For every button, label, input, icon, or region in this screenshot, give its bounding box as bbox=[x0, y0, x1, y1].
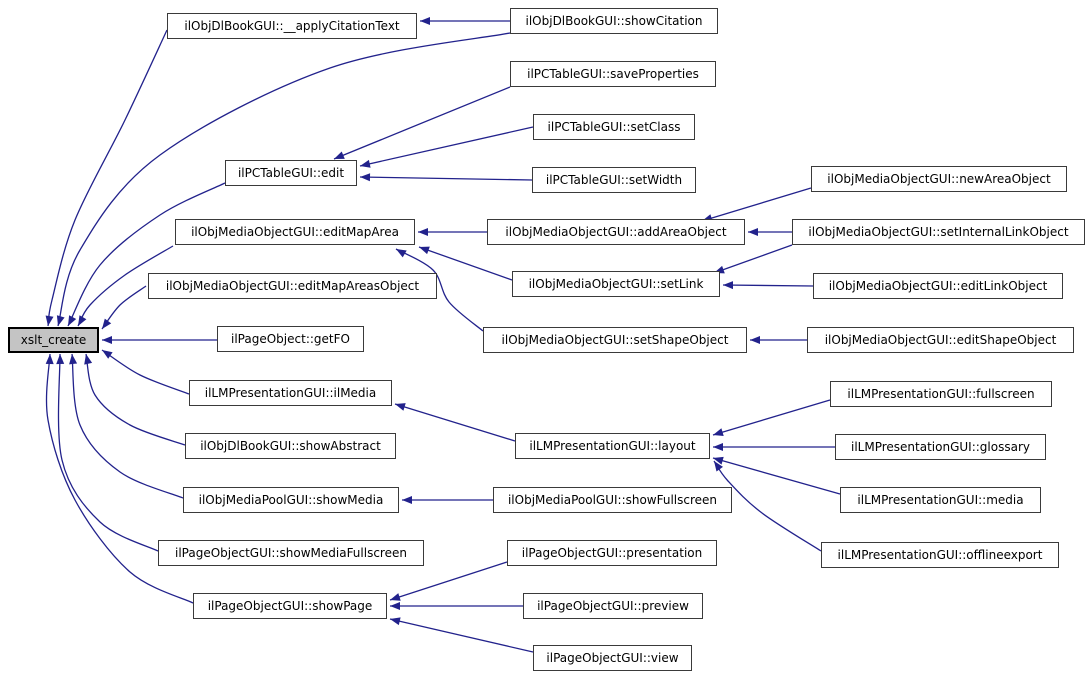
arrowhead-showMediaFullscreen--xslt_create bbox=[56, 354, 65, 365]
arrowhead-editLinkObject--setLink bbox=[723, 281, 733, 290]
node-newAreaObject[interactable]: ilObjMediaObjectGUI::newAreaObject bbox=[811, 166, 1067, 192]
node-setLink[interactable]: ilObjMediaObjectGUI::setLink bbox=[512, 271, 720, 297]
node-edit[interactable]: ilPCTableGUI::edit bbox=[225, 160, 357, 186]
edge-presentation--showPage bbox=[389, 561, 508, 601]
arrowhead-showMedia--xslt_create bbox=[69, 354, 78, 365]
node-view[interactable]: ilPageObjectGUI::view bbox=[533, 645, 692, 671]
edge-media--layout bbox=[712, 457, 841, 495]
arrowhead-showAbstract--xslt_create bbox=[84, 354, 93, 365]
edge-showPage--xslt_create bbox=[45, 353, 194, 604]
node-fullscreen[interactable]: ilLMPresentationGUI::fullscreen bbox=[830, 381, 1052, 407]
edge-setLink--editMapArea bbox=[418, 246, 513, 281]
node-editMapAreasObject[interactable]: ilObjMediaObjectGUI::editMapAreasObject bbox=[148, 273, 437, 299]
arrowhead-view--showPage bbox=[390, 617, 401, 626]
arrowhead-setClass--edit bbox=[360, 159, 371, 168]
arrowhead-showCitation--applyCitationText bbox=[420, 17, 430, 25]
edge-setShapeObject--editMapArea bbox=[395, 248, 484, 332]
arrowhead-editMapAreasObject--xslt_create bbox=[102, 318, 112, 329]
node-showPage[interactable]: ilPageObjectGUI::showPage bbox=[193, 593, 387, 619]
arrowhead-ilMedia--xslt_create bbox=[102, 350, 113, 359]
node-showFullscreen[interactable]: ilObjMediaPoolGUI::showFullscreen bbox=[493, 487, 732, 513]
node-addAreaObject[interactable]: ilObjMediaObjectGUI::addAreaObject bbox=[487, 219, 745, 245]
arrowhead-offlineexport--layout bbox=[714, 461, 723, 472]
node-editLinkObject[interactable]: ilObjMediaObjectGUI::editLinkObject bbox=[813, 273, 1063, 299]
arrowhead-getFO--xslt_create bbox=[102, 336, 112, 344]
edge-showMedia--xslt_create bbox=[71, 353, 184, 499]
edge-newAreaObject--addAreaObject bbox=[701, 187, 812, 222]
edge-setClass--edit bbox=[359, 126, 534, 167]
node-showAbstract[interactable]: ilObjDlBookGUI::showAbstract bbox=[185, 433, 396, 459]
arrowhead-setLink--editMapArea bbox=[419, 246, 430, 255]
node-editShapeObject[interactable]: ilObjMediaObjectGUI::editShapeObject bbox=[807, 327, 1074, 353]
edge-showCitation--xslt_create bbox=[57, 32, 511, 327]
edge-showAbstract--xslt_create bbox=[85, 353, 186, 446]
node-setShapeObject[interactable]: ilObjMediaObjectGUI::setShapeObject bbox=[483, 327, 747, 353]
node-ilMedia[interactable]: ilLMPresentationGUI::ilMedia bbox=[189, 380, 392, 406]
arrowhead-showPage--xslt_create bbox=[45, 354, 54, 365]
arrowhead-edit--xslt_create bbox=[68, 315, 77, 326]
arrowhead-media--layout bbox=[713, 456, 724, 465]
edge-setInternalLinkObject--setLink bbox=[713, 244, 793, 274]
node-presentation[interactable]: ilPageObjectGUI::presentation bbox=[507, 540, 717, 566]
node-media[interactable]: ilLMPresentationGUI::media bbox=[840, 487, 1041, 513]
arrowhead-preview--showPage bbox=[390, 602, 400, 610]
node-getFO[interactable]: ilPageObject::getFO bbox=[217, 326, 364, 352]
edge-editLinkObject--setLink bbox=[722, 284, 814, 287]
arrowhead-editMapArea--xslt_create bbox=[78, 315, 87, 326]
arrowhead-saveProperties--edit bbox=[334, 151, 345, 159]
node-showCitation[interactable]: ilObjDlBookGUI::showCitation bbox=[510, 8, 718, 34]
arrowhead-setShapeObject--editMapArea bbox=[396, 249, 407, 258]
edge-setWidth--edit bbox=[359, 176, 533, 181]
arrowhead-showCitation--xslt_create bbox=[56, 315, 65, 326]
node-editMapArea[interactable]: ilObjMediaObjectGUI::editMapArea bbox=[175, 219, 415, 245]
edge-applyCitationText--xslt_create bbox=[47, 29, 168, 327]
edge-view--showPage bbox=[389, 618, 534, 653]
node-setWidth[interactable]: ilPCTableGUI::setWidth bbox=[532, 167, 696, 193]
arrowhead-showFullscreen--showMedia bbox=[402, 496, 412, 504]
node-preview[interactable]: ilPageObjectGUI::preview bbox=[523, 593, 703, 619]
edge-showMediaFullscreen--xslt_create bbox=[57, 353, 159, 552]
node-showMediaFullscreen[interactable]: ilPageObjectGUI::showMediaFullscreen bbox=[158, 540, 424, 566]
arrowhead-addAreaObject--editMapArea bbox=[418, 228, 428, 236]
node-showMedia[interactable]: ilObjMediaPoolGUI::showMedia bbox=[183, 487, 399, 513]
edge-edit--xslt_create bbox=[67, 182, 226, 327]
node-offlineexport[interactable]: ilLMPresentationGUI::offlineexport bbox=[821, 542, 1059, 568]
arrowhead-presentation--showPage bbox=[390, 593, 401, 601]
arrowhead-layout--ilMedia bbox=[395, 403, 406, 411]
arrowhead-editShapeObject--setShapeObject bbox=[750, 336, 760, 344]
arrowhead-setWidth--edit bbox=[360, 173, 371, 182]
edge-saveProperties--edit bbox=[333, 86, 511, 160]
node-glossary[interactable]: ilLMPresentationGUI::glossary bbox=[835, 434, 1046, 460]
edge-layout--ilMedia bbox=[394, 403, 516, 442]
node-layout[interactable]: ilLMPresentationGUI::layout bbox=[515, 433, 710, 459]
arrowhead-setInternalLinkObject--addAreaObject bbox=[748, 228, 758, 236]
edge-fullscreen--layout bbox=[712, 399, 831, 436]
node-saveProperties[interactable]: ilPCTableGUI::saveProperties bbox=[510, 61, 716, 87]
node-xslt_create: xslt_create bbox=[8, 327, 99, 353]
node-setInternalLinkObject[interactable]: ilObjMediaObjectGUI::setInternalLinkObje… bbox=[792, 219, 1085, 245]
node-applyCitationText[interactable]: ilObjDlBookGUI::__applyCitationText bbox=[167, 13, 417, 39]
arrowhead-fullscreen--layout bbox=[713, 428, 724, 436]
node-setClass[interactable]: ilPCTableGUI::setClass bbox=[533, 114, 695, 140]
arrowhead-applyCitationText--xslt_create bbox=[45, 315, 54, 326]
arrowhead-glossary--layout bbox=[713, 443, 723, 451]
